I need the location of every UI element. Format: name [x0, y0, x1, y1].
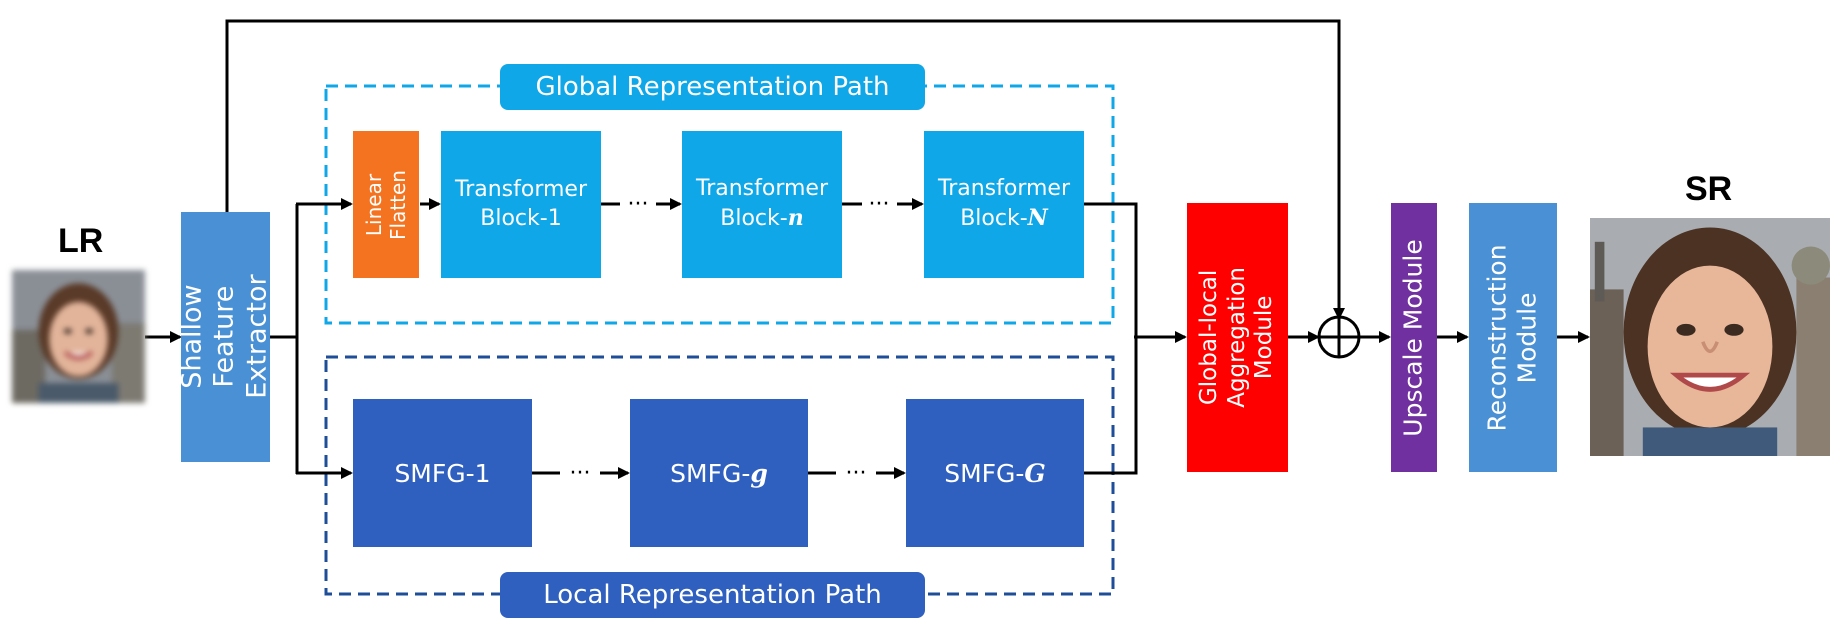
smfg-1-index: 1 — [474, 458, 491, 488]
local-path-title: Local Representation Path — [500, 572, 925, 618]
reconstruction-module-label: Reconstruction Module — [1483, 243, 1543, 432]
aggregation-module-block: Global-local Aggregation Module — [1187, 203, 1288, 472]
smfg-g-index: g — [750, 458, 768, 488]
transformer-block-N: Transformer Block-N — [924, 131, 1084, 278]
transformer-n-title: Transformer — [695, 176, 828, 202]
shallow-feature-extractor-label: Shallow Feature Extractor — [176, 274, 273, 400]
smfg-G-prefix: SMFG- — [944, 458, 1025, 488]
skip-connection-arrow — [225, 19, 1345, 320]
smfg-block-1: SMFG-1 — [353, 399, 532, 547]
ellipsis-local-1: ··· — [570, 461, 591, 486]
linear-flatten-block: Linear Flatten — [353, 131, 419, 278]
reconstruction-module-block: Reconstruction Module — [1469, 203, 1557, 472]
sr-label: SR — [1685, 170, 1733, 208]
smfg-g-prefix: SMFG- — [670, 458, 751, 488]
transformer-block-n: Transformer Block-n — [682, 131, 842, 278]
transformer-1-title: Transformer — [454, 176, 587, 202]
transformer-block-1: Transformer Block-1 — [441, 131, 601, 278]
local-merge-line — [1084, 337, 1138, 475]
transformer-n-prefix: Block- — [720, 206, 788, 231]
transformer-N-index: N — [1027, 205, 1048, 231]
smfg-G-index: G — [1024, 458, 1046, 488]
lr-face-image — [12, 270, 145, 403]
global-merge-line — [1084, 202, 1138, 337]
transformer-N-title: Transformer — [937, 176, 1070, 202]
linear-flatten-label: Linear Flatten — [362, 169, 411, 240]
upscale-module-block: Upscale Module — [1391, 203, 1437, 472]
aggregation-module-label: Global-local Aggregation Module — [1196, 267, 1278, 408]
sr-face-image — [1590, 218, 1830, 456]
transformer-N-prefix: Block- — [960, 206, 1028, 231]
shallow-feature-extractor-block: Shallow Feature Extractor — [177, 212, 273, 462]
smfg-block-G: SMFG-G — [906, 399, 1084, 547]
smfg-1-prefix: SMFG- — [394, 458, 475, 488]
lr-label: LR — [58, 222, 104, 260]
transformer-1-prefix: Block- — [480, 205, 548, 231]
smfg-block-g: SMFG-g — [630, 399, 808, 547]
global-path-title: Global Representation Path — [500, 64, 925, 110]
ellipsis-global-2: ··· — [869, 192, 890, 217]
upscale-module-label: Upscale Module — [1399, 238, 1428, 437]
ellipsis-global-1: ··· — [628, 192, 649, 217]
transformer-1-index: 1 — [547, 205, 562, 231]
ellipsis-local-2: ··· — [846, 461, 867, 486]
transformer-n-index: n — [787, 205, 804, 231]
circle-plus-icon — [1317, 315, 1361, 359]
